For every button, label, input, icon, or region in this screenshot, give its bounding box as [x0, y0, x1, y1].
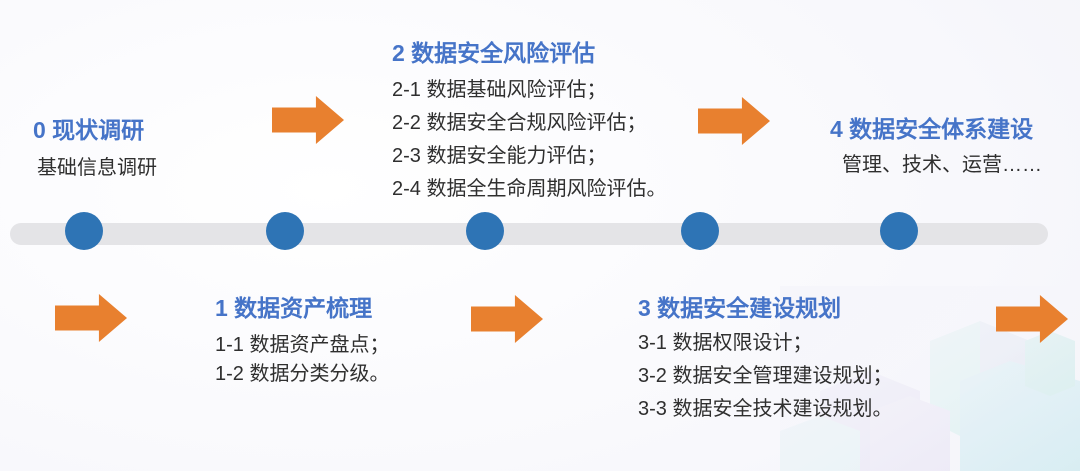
step-2-item: 2-4 数据全生命周期风险评估。 [392, 178, 667, 200]
step-3-item: 3-2 数据安全管理建设规划； [638, 365, 893, 387]
step-3-title: 3 数据安全建设规划 [638, 295, 842, 321]
step-1-title: 1 数据资产梳理 [215, 295, 373, 321]
step-2-item: 2-3 数据安全能力评估； [392, 145, 607, 167]
step-1-item: 1-1 数据资产盘点； [215, 334, 390, 356]
timeline-node-1-icon [266, 212, 304, 250]
flow-arrow-bottom-2-icon [471, 295, 543, 343]
step-0-title: 0 现状调研 [33, 117, 145, 143]
step-4-item: 管理、技术、运营…… [842, 154, 1042, 176]
step-1-block: 1 数据资产梳理 1-1 数据资产盘点； 1-2 数据分类分级。 [215, 293, 389, 389]
step-3-block: 3 数据安全建设规划 3-1 数据权限设计； 3-2 数据安全管理建设规划； 3… [638, 293, 892, 426]
timeline-node-2-icon [466, 212, 504, 250]
step-2-item: 2-1 数据基础风险评估； [392, 79, 607, 101]
timeline-node-0-icon [65, 212, 103, 250]
step-1-item: 1-2 数据分类分级。 [215, 363, 390, 385]
step-2-item: 2-2 数据安全合规风险评估； [392, 112, 647, 134]
flow-arrow-bottom-3-icon [996, 295, 1068, 343]
step-4-block: 4 数据安全体系建设 管理、技术、运营…… [830, 114, 1042, 178]
step-3-item: 3-3 数据安全技术建设规划。 [638, 398, 893, 420]
step-4-title: 4 数据安全体系建设 [830, 116, 1034, 142]
step-0-item: 基础信息调研 [37, 157, 157, 179]
step-0-block: 0 现状调研 基础信息调研 [33, 115, 157, 181]
step-2-block: 2 数据安全风险评估 2-1 数据基础风险评估； 2-2 数据安全合规风险评估；… [392, 38, 666, 206]
timeline-node-4-icon [880, 212, 918, 250]
timeline-node-3-icon [681, 212, 719, 250]
step-2-title: 2 数据安全风险评估 [392, 40, 596, 66]
step-3-item: 3-1 数据权限设计； [638, 332, 813, 354]
flow-arrow-top-1-icon [272, 96, 344, 144]
flow-arrow-top-2-icon [698, 97, 770, 145]
flow-arrow-bottom-1-icon [55, 294, 127, 342]
